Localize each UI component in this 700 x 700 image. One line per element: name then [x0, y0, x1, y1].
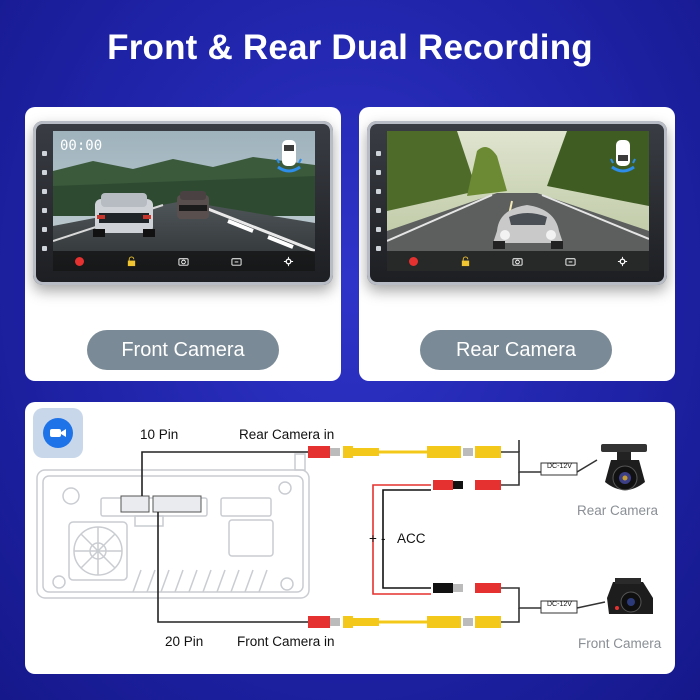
video-camera-icon: [33, 408, 83, 458]
acc-minus: -: [381, 531, 386, 546]
head-unit-rear: [367, 121, 667, 285]
camera-icon[interactable]: [178, 255, 190, 267]
acc-plus: +: [369, 531, 377, 546]
switch-camera-icon[interactable]: [564, 255, 576, 267]
wiring-diagram-card: 10 Pin Rear Camera in 20 Pin Front Camer…: [25, 402, 675, 674]
front-camera-caption: Front Camera: [578, 636, 662, 651]
rear-camera-card: Rear Camera: [359, 107, 675, 381]
rear-camera-view: [387, 131, 649, 271]
dc-12v-rear: DC-12V: [547, 463, 572, 470]
head-unit-back-outline: [36, 453, 310, 599]
rca-rear-in: [308, 440, 537, 473]
head-unit-front: 00:00: [33, 121, 333, 285]
front-camera-in-label: Front Camera in: [237, 634, 335, 649]
front-road-scene: [53, 131, 315, 271]
record-icon[interactable]: [73, 255, 85, 267]
car-status-icon: [276, 140, 302, 173]
rear-camera-device: [601, 444, 647, 491]
dc-12v-front: DC-12V: [547, 601, 572, 608]
settings-icon[interactable]: [617, 255, 629, 267]
rear-camera-caption: Rear Camera: [577, 503, 659, 518]
camera-toolbar: [387, 251, 649, 271]
side-buttons: [41, 151, 49, 265]
acc-label: ACC: [397, 531, 426, 546]
pin20-label: 20 Pin: [165, 634, 204, 649]
recording-time: 00:00: [60, 138, 103, 154]
lock-icon[interactable]: [126, 255, 138, 267]
camera-toolbar: [53, 251, 315, 271]
car-status-icon: [610, 140, 636, 173]
switch-camera-icon[interactable]: [230, 255, 242, 267]
wiring-diagram: [36, 440, 653, 628]
lock-icon[interactable]: [460, 255, 472, 267]
page-title: Front & Rear Dual Recording: [107, 28, 593, 67]
front-camera-device: [607, 578, 653, 614]
record-icon[interactable]: [407, 255, 419, 267]
front-camera-card: 00:00 Front Camera: [25, 107, 341, 381]
front-camera-label: Front Camera: [87, 330, 279, 370]
settings-icon[interactable]: [283, 255, 295, 267]
camera-icon[interactable]: [512, 255, 524, 267]
pin10-label: 10 Pin: [140, 427, 179, 442]
rca-front-in: [308, 608, 520, 628]
front-camera-view: 00:00: [53, 131, 315, 271]
side-buttons: [375, 151, 383, 265]
rear-camera-label: Rear Camera: [420, 330, 612, 370]
rear-camera-in-label: Rear Camera in: [239, 427, 335, 442]
